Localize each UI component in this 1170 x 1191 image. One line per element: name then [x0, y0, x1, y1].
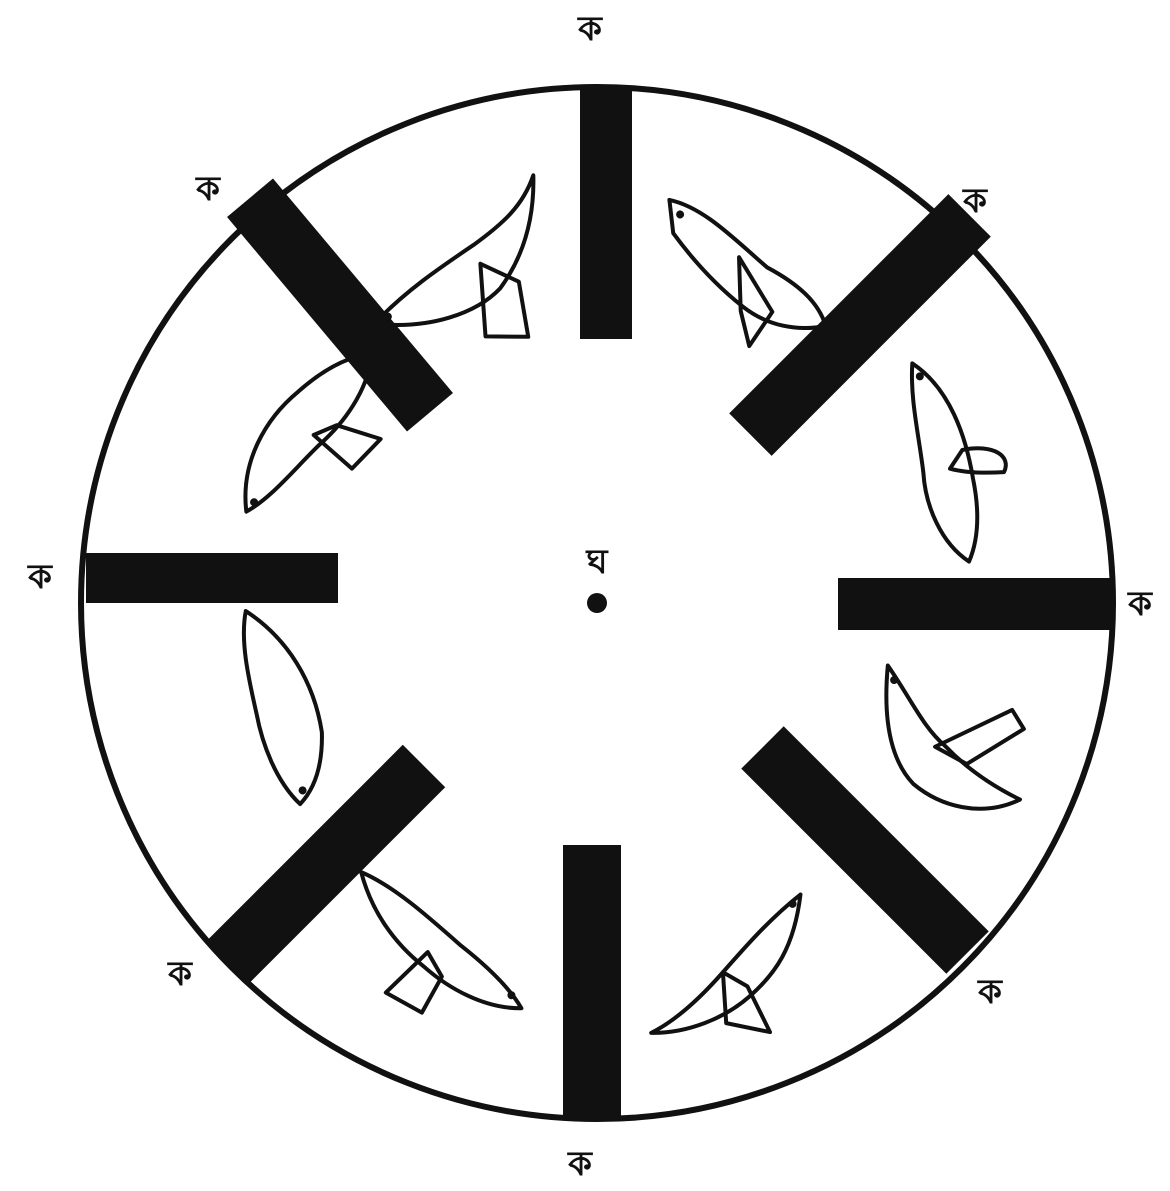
center-label: ঘ: [585, 542, 608, 582]
rim-label-left: ক: [27, 557, 53, 597]
spoke-top-left: [227, 178, 453, 431]
center-dot: [587, 593, 607, 613]
bird-bottom: [627, 895, 833, 1062]
bird-right: [861, 347, 1040, 566]
spoke-top-right: [729, 194, 991, 456]
spoke-top: [580, 87, 632, 339]
rim-label-top-left: ক: [195, 169, 221, 209]
rim-label-right: ক: [1127, 584, 1153, 624]
spoke-left: [86, 553, 338, 603]
rim-label-top-right: ক: [962, 181, 988, 221]
bird-bottom-left: [330, 872, 545, 1037]
spoke-bottom-right: [741, 726, 988, 973]
bird-left: [219, 599, 345, 808]
rim-label-bottom-left: ক: [167, 954, 193, 994]
spoke-bottom-left: [205, 745, 445, 985]
spoke-right: [838, 578, 1110, 630]
rim-label-top: ক: [577, 9, 603, 49]
bird-bottom-right: [883, 654, 1031, 816]
rim-label-bottom: ক: [567, 1144, 593, 1184]
spoke-bottom: [563, 845, 621, 1120]
rim-label-bottom-right: ক: [977, 972, 1003, 1012]
